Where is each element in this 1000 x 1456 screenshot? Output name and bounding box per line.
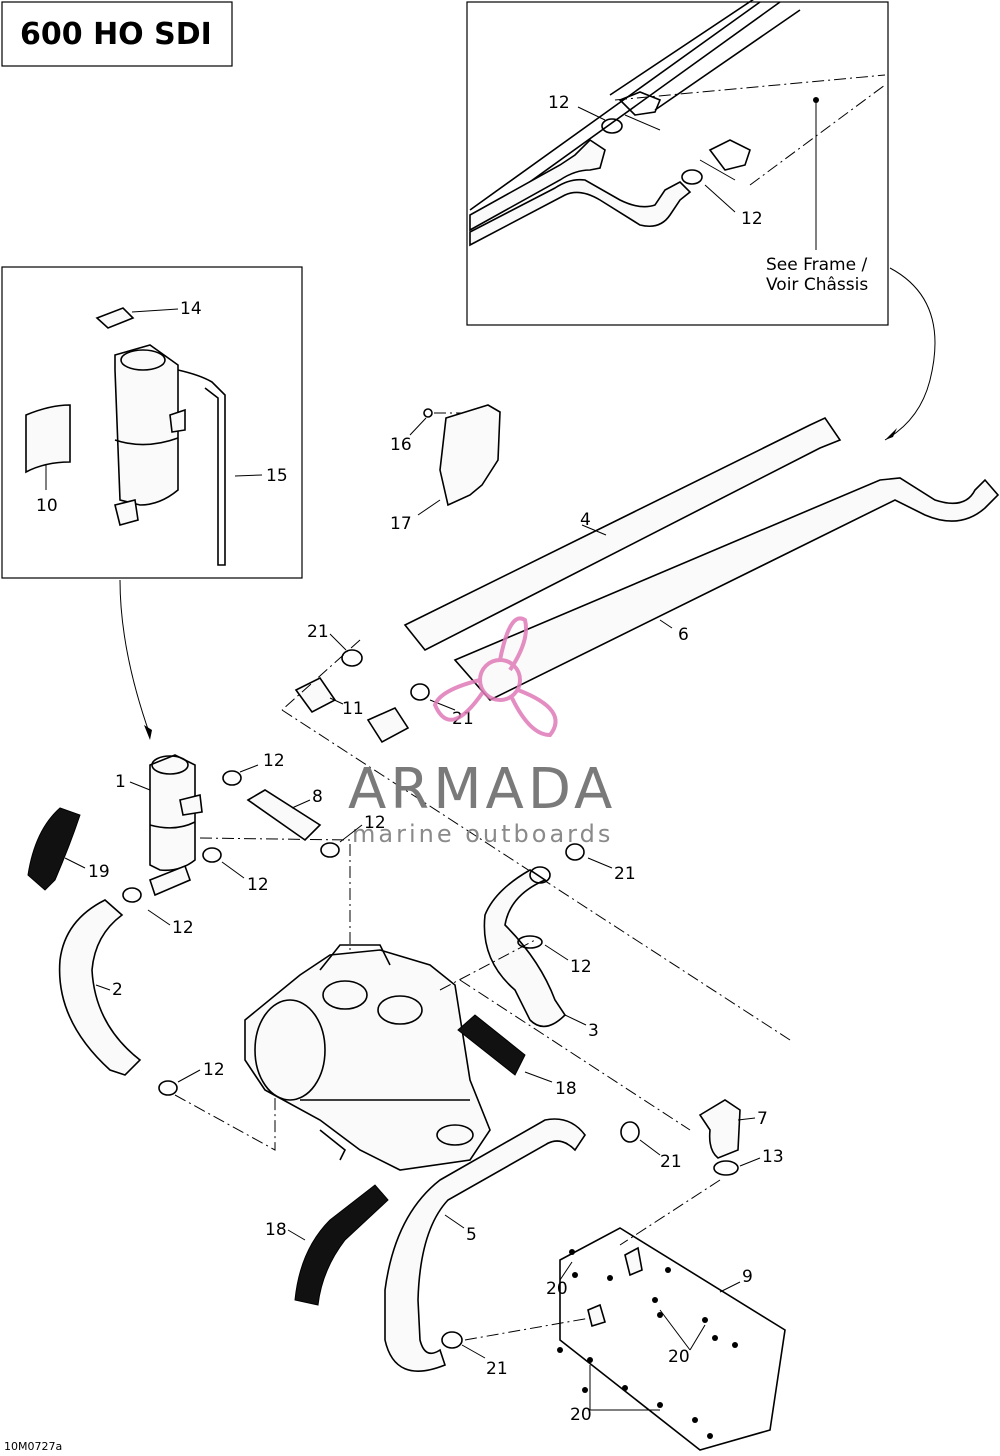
title-box bbox=[1, 1, 233, 67]
hose-2 bbox=[58, 887, 276, 1151]
callout-12: 12 bbox=[247, 875, 269, 895]
coolant-tank-inset-drawing bbox=[25, 307, 263, 566]
callout-8: 8 bbox=[312, 787, 323, 807]
callout-19: 19 bbox=[88, 862, 110, 882]
callout-4: 4 bbox=[580, 510, 591, 530]
callout-15: 15 bbox=[266, 466, 288, 486]
callout-11: 11 bbox=[342, 699, 364, 719]
hose-8-assembly bbox=[199, 764, 363, 960]
callout-21: 21 bbox=[614, 864, 636, 884]
diagram-title: 600 HO SDI bbox=[20, 17, 212, 52]
hose-19 bbox=[27, 807, 81, 891]
callout-18: 18 bbox=[265, 1220, 287, 1240]
callout-9: 9 bbox=[742, 1267, 753, 1287]
callout-5: 5 bbox=[466, 1225, 477, 1245]
callout-20: 20 bbox=[570, 1405, 592, 1425]
watermark-tagline: marine outboards bbox=[352, 820, 613, 848]
callout-18: 18 bbox=[555, 1079, 577, 1099]
hose-18-upper bbox=[457, 1014, 526, 1076]
callout-17: 17 bbox=[390, 514, 412, 534]
callout-16: 16 bbox=[390, 435, 412, 455]
inset-arrow bbox=[119, 579, 151, 736]
callout-3: 3 bbox=[588, 1021, 599, 1041]
heat-exchanger bbox=[557, 1227, 786, 1451]
callout-21: 21 bbox=[486, 1359, 508, 1379]
callout-2: 2 bbox=[112, 980, 123, 1000]
bracket-assembly bbox=[409, 404, 501, 516]
callout-12: 12 bbox=[364, 813, 386, 833]
hose-3 bbox=[439, 843, 691, 1131]
coolant-tank-inset-box bbox=[1, 266, 303, 579]
callout-12: 12 bbox=[570, 957, 592, 977]
callout-13: 13 bbox=[762, 1147, 784, 1167]
frame-inset-drawing bbox=[469, 0, 886, 250]
frame-inset-box bbox=[466, 1, 889, 326]
callout-21: 21 bbox=[660, 1152, 682, 1172]
fitting-7 bbox=[619, 1099, 761, 1246]
watermark-brand: ARMADA bbox=[348, 757, 616, 822]
callout-12: 12 bbox=[741, 209, 763, 229]
callout-21: 21 bbox=[452, 709, 474, 729]
callout-21: 21 bbox=[307, 622, 329, 642]
callout-12: 12 bbox=[203, 1060, 225, 1080]
callout-12: 12 bbox=[172, 918, 194, 938]
hose-5 bbox=[384, 1118, 591, 1372]
frame-reference-line1: See Frame / bbox=[766, 255, 867, 275]
callout-20: 20 bbox=[668, 1347, 690, 1367]
engine-block bbox=[244, 944, 491, 1171]
reference-arrow bbox=[884, 267, 936, 441]
callout-12: 12 bbox=[548, 93, 570, 113]
screws bbox=[557, 1249, 738, 1439]
hose-18-lower bbox=[294, 1184, 389, 1306]
callout-12: 12 bbox=[263, 751, 285, 771]
drawing-code: 10M0727a bbox=[4, 1440, 62, 1453]
frame-reference-line2: Voir Châssis bbox=[766, 275, 868, 295]
callout-1: 1 bbox=[115, 772, 126, 792]
coolant-tank bbox=[129, 754, 203, 897]
watermark-logo bbox=[432, 616, 558, 738]
callout-10: 10 bbox=[36, 496, 58, 516]
long-tubes bbox=[403, 416, 1000, 701]
callout-14: 14 bbox=[180, 299, 202, 319]
callout-6: 6 bbox=[678, 625, 689, 645]
callout-20: 20 bbox=[546, 1279, 568, 1299]
callout-7: 7 bbox=[757, 1109, 768, 1129]
